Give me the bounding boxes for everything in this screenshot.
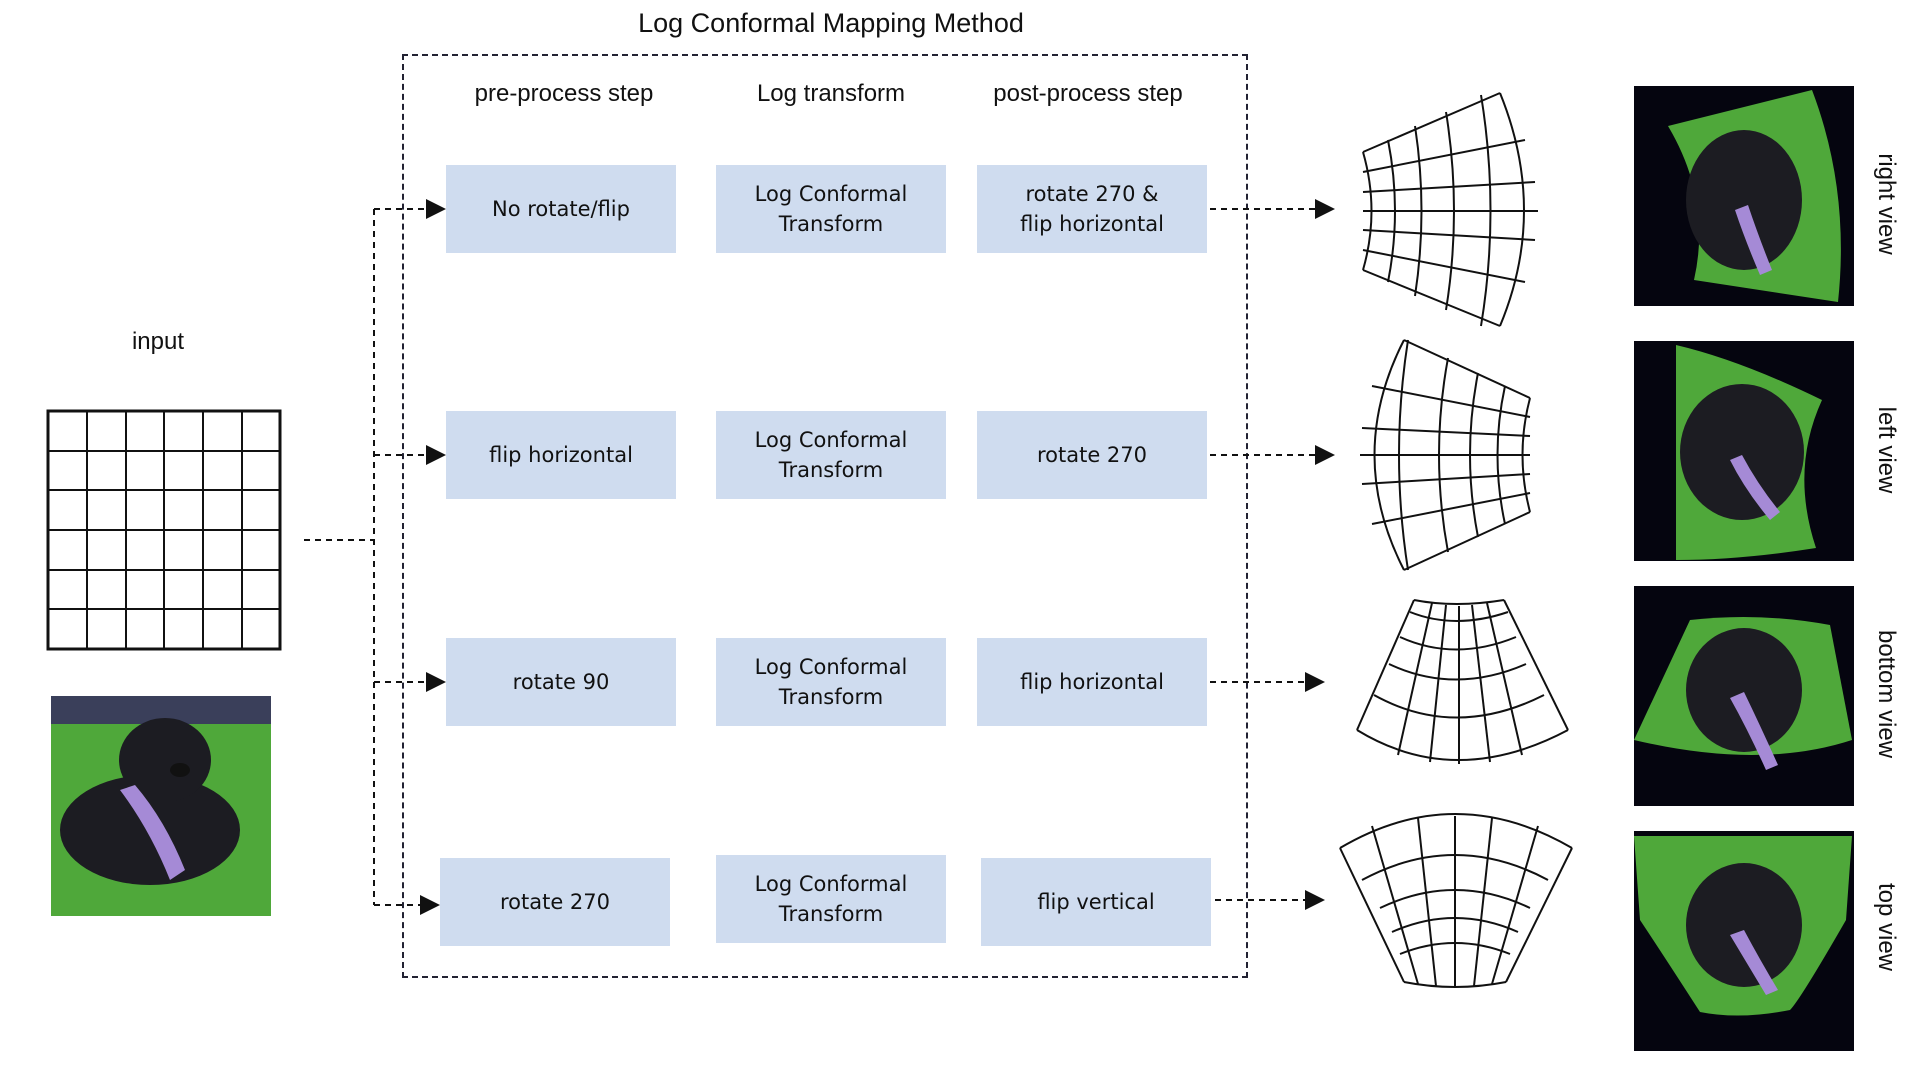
post-process-box-4: flip vertical — [981, 858, 1211, 946]
log-transform-box-1: Log Conformal Transform — [716, 165, 946, 253]
pre-process-box-1: No rotate/flip — [446, 165, 676, 253]
column-header-log-transform: Log transform — [756, 80, 906, 107]
post-process-box-2: rotate 270 — [977, 411, 1207, 499]
column-header-pre-process: pre-process step — [474, 80, 654, 107]
warped-grid-icon-bottom — [1356, 599, 1569, 764]
input-dog-photo — [51, 696, 271, 916]
column-header-post-process: post-process step — [993, 80, 1183, 107]
input-label: input — [131, 328, 185, 355]
warped-grid-icon-right — [1362, 92, 1538, 327]
log-transform-box-4: Log Conformal Transform — [716, 855, 946, 943]
pre-process-box-4: rotate 270 — [440, 858, 670, 946]
warped-dog-photo-bottom — [1634, 586, 1854, 806]
branch-connectors — [304, 199, 446, 915]
warped-grid-icon-left — [1360, 339, 1531, 571]
input-grid-icon — [46, 409, 282, 651]
diagram-title: Log Conformal Mapping Method — [638, 8, 1024, 38]
method-frame — [402, 54, 1248, 978]
warped-dog-photo-left — [1634, 341, 1854, 561]
log-transform-box-3: Log Conformal Transform — [716, 638, 946, 726]
warped-grid-icon-top — [1339, 813, 1573, 988]
post-process-box-3: flip horizontal — [977, 638, 1207, 726]
pre-process-box-2: flip horizontal — [446, 411, 676, 499]
warped-dog-photo-right — [1634, 86, 1854, 306]
output-arrows — [1210, 199, 1335, 910]
warped-dog-photo-top — [1634, 831, 1854, 1051]
pre-process-box-3: rotate 90 — [446, 638, 676, 726]
log-transform-box-2: Log Conformal Transform — [716, 411, 946, 499]
post-process-box-1: rotate 270 & flip horizontal — [977, 165, 1207, 253]
